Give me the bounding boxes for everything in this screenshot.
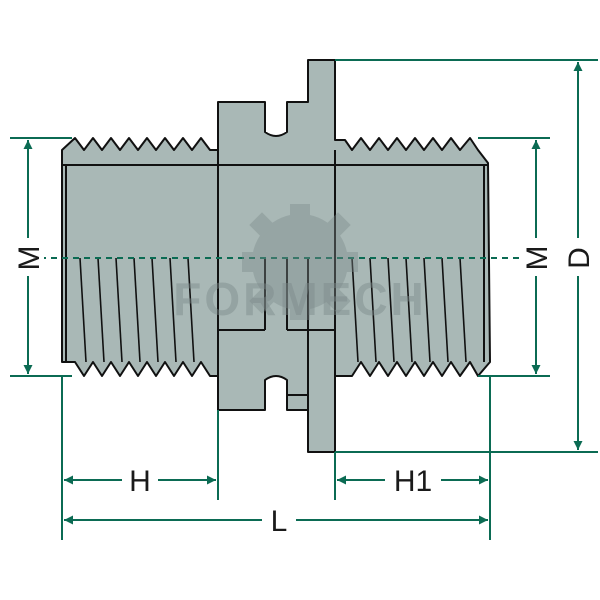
- label-H: H: [129, 465, 151, 498]
- fitting-inner-edges: [62, 150, 488, 410]
- fitting-outline: [61, 59, 491, 453]
- fitting-body: [61, 59, 491, 453]
- thread-line: [187, 257, 195, 363]
- thread-hatching: [79, 257, 467, 363]
- label-M-right: M: [521, 246, 554, 271]
- watermark-text: FORMECH: [173, 273, 427, 325]
- thread-line: [405, 257, 413, 363]
- thread-line: [441, 257, 449, 363]
- label-D: D: [563, 247, 596, 269]
- thread-line: [169, 257, 177, 363]
- thread-line: [459, 257, 467, 363]
- label-L: L: [271, 505, 288, 538]
- label-H1: H1: [394, 465, 432, 498]
- label-M-left: M: [13, 246, 46, 271]
- thread-line: [79, 257, 87, 363]
- thread-line: [423, 257, 431, 363]
- thread-line: [133, 257, 141, 363]
- thread-line: [115, 257, 123, 363]
- thread-line: [151, 257, 159, 363]
- thread-line: [369, 257, 377, 363]
- label-backgrounds: [14, 238, 594, 537]
- thread-line: [387, 257, 395, 363]
- thread-line: [351, 257, 359, 363]
- thread-line: [97, 257, 105, 363]
